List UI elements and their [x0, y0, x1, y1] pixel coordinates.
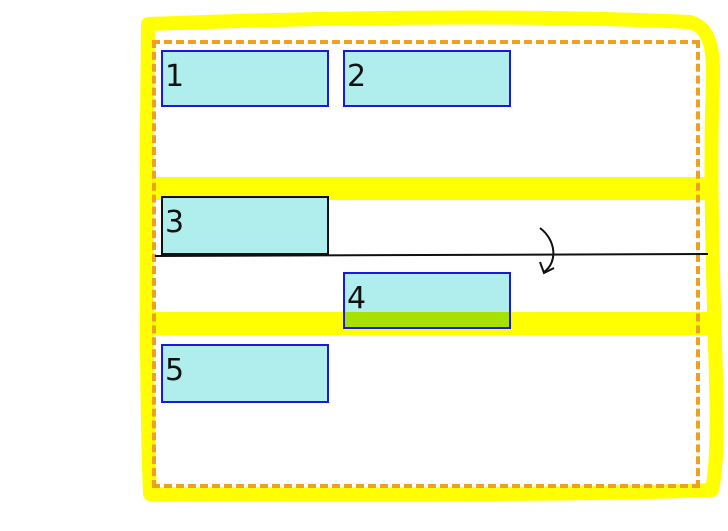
box-2-label: 2 [347, 59, 367, 94]
box-5-label: 5 [165, 353, 185, 388]
box-5: 5 [161, 344, 329, 403]
box-4: 4 [343, 272, 511, 329]
dashed-container [152, 40, 700, 488]
box-1-label: 1 [165, 59, 185, 94]
box-3-label: 3 [165, 205, 185, 240]
highlight-band-upper [150, 177, 710, 200]
box-3: 3 [161, 196, 329, 255]
box-4-label: 4 [347, 281, 367, 316]
box-1: 1 [161, 50, 329, 107]
curved-arrow [539, 227, 555, 273]
box-2: 2 [343, 50, 511, 107]
divider-line [154, 253, 709, 257]
curved-arrow-head [539, 261, 555, 275]
